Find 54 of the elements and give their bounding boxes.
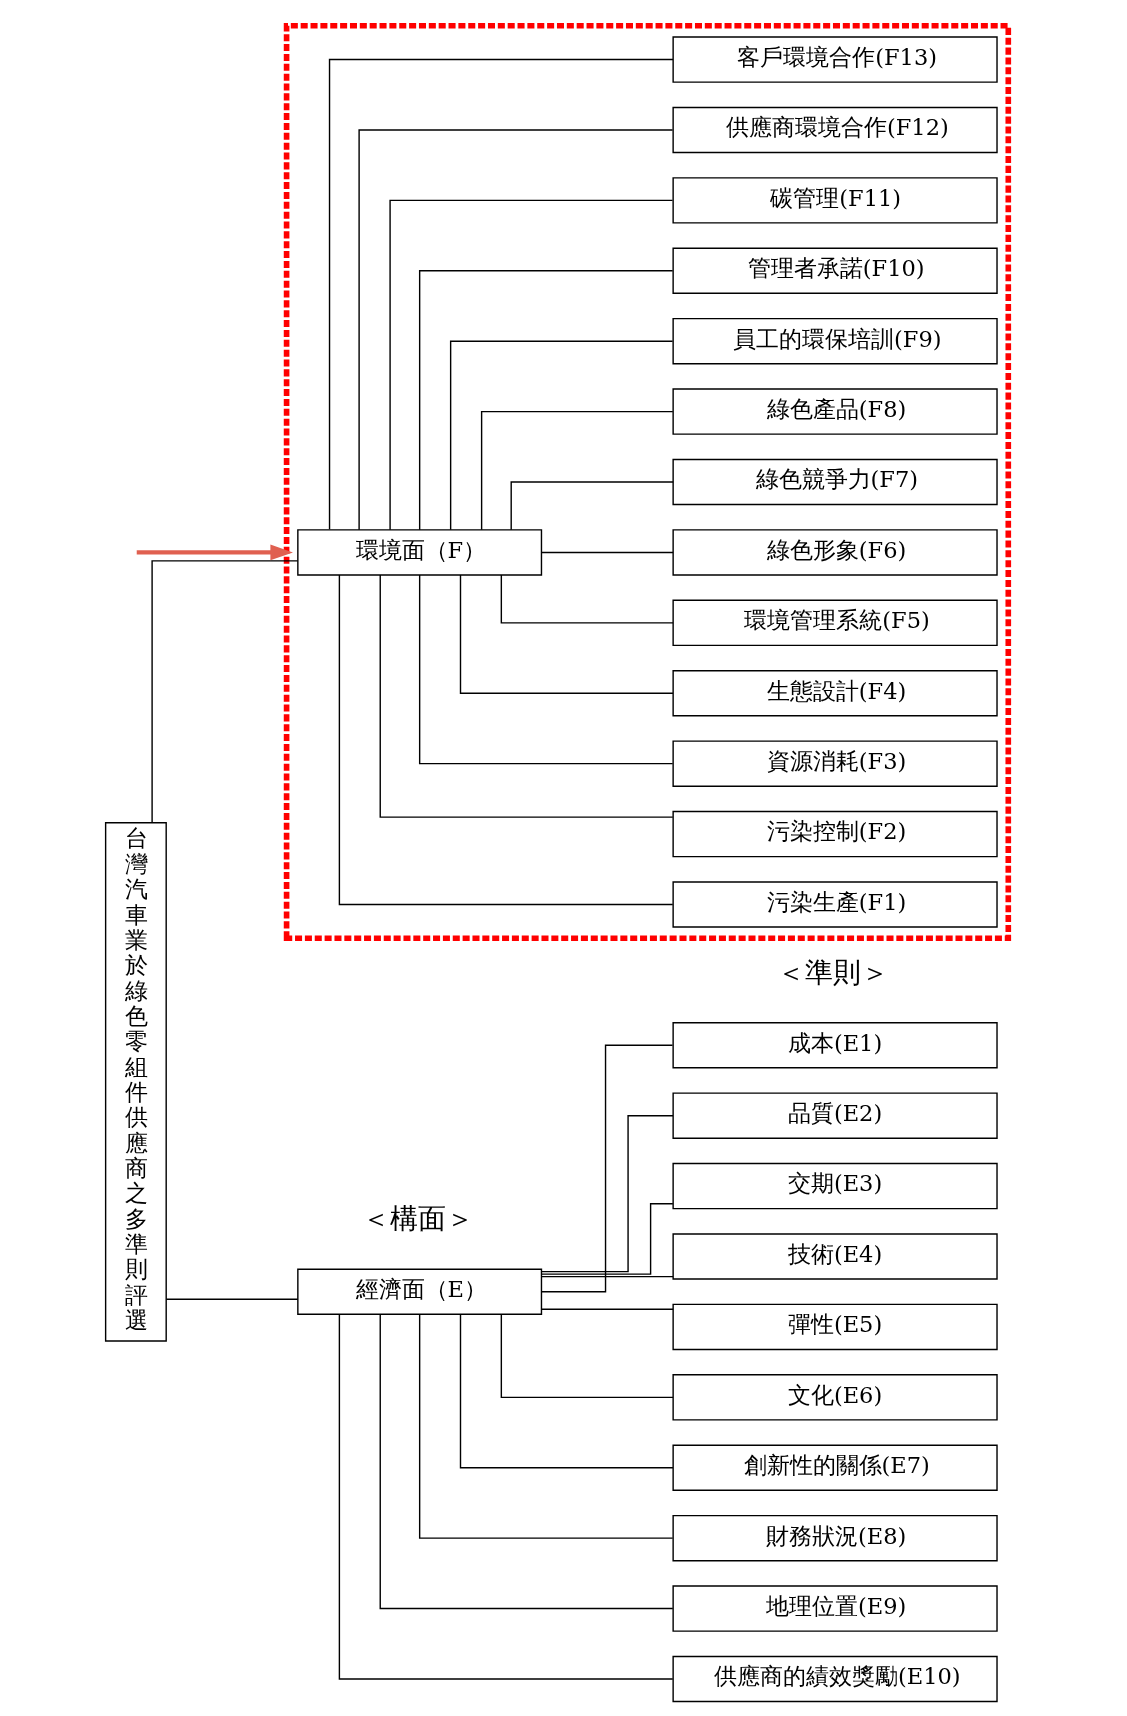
node-box: 綠色形象(F6) — [671, 529, 998, 576]
node-box: 綠色競爭力(F7) — [671, 458, 998, 506]
connector — [480, 410, 674, 531]
node-box: 綠色產品(F8) — [671, 388, 998, 435]
node-box: 彈性(E5) — [671, 1303, 998, 1351]
connector — [338, 1314, 673, 1680]
node-box: 生態設計(F4) — [671, 670, 998, 717]
node-box: 技術(E4) — [671, 1233, 998, 1280]
node-box: 環境管理系統(F5) — [671, 599, 998, 647]
arrow — [136, 544, 293, 561]
label: ＜準則＞ — [776, 955, 889, 989]
connector — [379, 1313, 673, 1610]
connector — [500, 1313, 674, 1399]
node-box: 資源消耗(F3) — [671, 740, 998, 787]
connector — [540, 1275, 674, 1278]
connector — [165, 1298, 298, 1300]
connector — [338, 574, 673, 906]
connector — [150, 560, 298, 824]
node-box: 碳管理(F11) — [671, 177, 998, 224]
node-box: 品質(E2) — [671, 1092, 998, 1139]
node-box: 污染生產(F1) — [671, 881, 998, 928]
node-box: 文化(E6) — [671, 1374, 998, 1421]
node-box: 地理位置(E9) — [671, 1585, 998, 1632]
connector — [459, 574, 674, 694]
node-box: 污染控制(F2) — [671, 810, 998, 858]
connector — [540, 1115, 674, 1273]
node-box: 客戶環境合作(F13) — [671, 36, 998, 83]
connector — [510, 481, 674, 531]
node-box: 經濟面（E） — [296, 1268, 542, 1315]
connector — [459, 1313, 674, 1469]
node-box: 供應商的績效獎勵(E10) — [671, 1655, 998, 1703]
node-box: 員工的環保培訓(F9) — [671, 317, 998, 365]
connector — [540, 551, 674, 554]
connector — [500, 574, 674, 624]
cluster — [283, 22, 1011, 942]
connector — [418, 574, 673, 765]
connector — [449, 340, 673, 531]
connector — [540, 1044, 673, 1293]
connector — [418, 270, 673, 531]
label: ＜構面＞ — [361, 1202, 474, 1236]
connector — [379, 574, 673, 818]
node-box: 成本(E1) — [671, 1022, 998, 1069]
node-box: 台灣汽車業於綠色零組件供應商之多準則評選 — [104, 822, 167, 1342]
node-box: 交期(E3) — [671, 1162, 998, 1210]
connector — [540, 1308, 674, 1311]
connector — [357, 129, 673, 531]
node-box: 供應商環境合作(F12) — [671, 106, 998, 154]
node-box: 管理者承諾(F10) — [671, 247, 998, 294]
node-box: 財務狀況(E8) — [671, 1514, 998, 1562]
connector — [328, 58, 674, 530]
connector — [388, 199, 673, 531]
node-box: 創新性的關係(E7) — [671, 1444, 998, 1491]
connector — [418, 1313, 673, 1539]
node-box: 環境面（F） — [296, 529, 542, 576]
